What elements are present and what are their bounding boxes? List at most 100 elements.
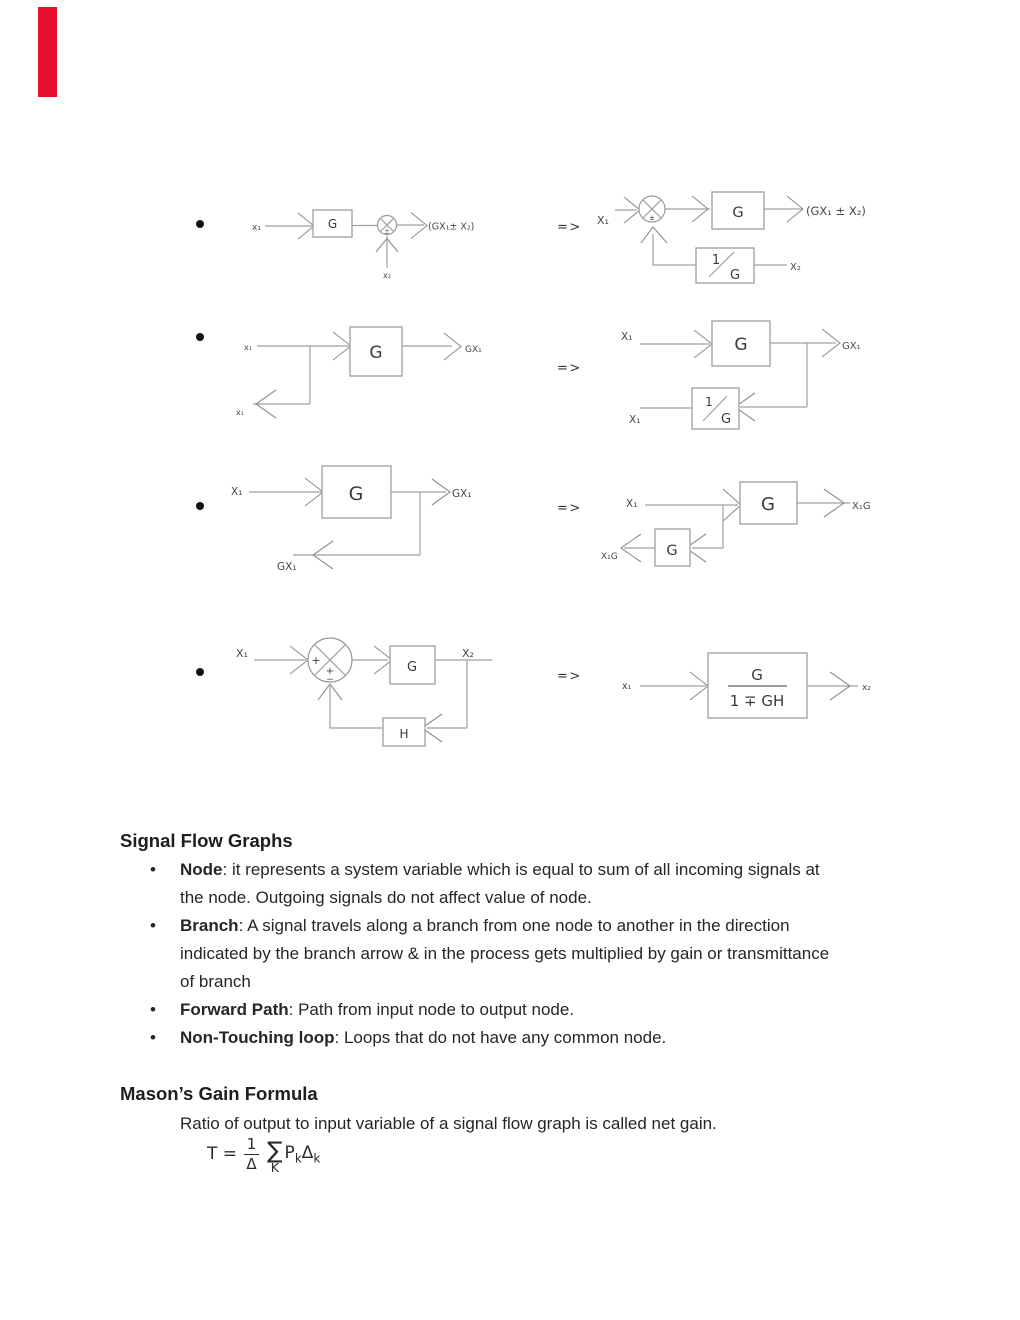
output-label: GX₁ — [452, 488, 472, 500]
sigma-glyph: ∑ — [267, 1138, 283, 1164]
wires — [265, 224, 424, 268]
bullet-marker — [196, 220, 204, 228]
transfer-numerator: G — [751, 666, 763, 684]
diagram-row1-left: x₁ G ± (GX₁± X₂) x₂ — [196, 209, 474, 280]
x2-label: X₂ — [790, 262, 801, 273]
list-item: • Forward Path: Path from input node to … — [150, 996, 960, 1024]
term-definition: : A signal travels along a branch from o… — [180, 916, 830, 991]
inverse-gain-block — [695, 247, 755, 284]
gain-label: G — [349, 483, 364, 505]
plus-minus-label: ± — [649, 214, 655, 222]
junction-cross — [313, 643, 347, 677]
block-diagrams-canvas: x₁ G ± (GX₁± X₂) x₂ => X₁ ± — [196, 191, 871, 747]
gain-label: G — [369, 343, 382, 363]
term-definition: : Loops that do not have any common node… — [334, 1028, 667, 1047]
inverse-numerator: 1 — [712, 253, 720, 268]
feedback-label: H — [399, 727, 408, 741]
wires — [249, 491, 446, 556]
list-item-text: Branch: A signal travels along a branch … — [180, 912, 960, 996]
junction-cross — [642, 199, 662, 219]
minus-sign-bottom: − — [326, 675, 334, 685]
output-label: x₂ — [862, 683, 871, 693]
term-definition: : Path from input node to output node. — [288, 1000, 575, 1019]
inverse-numerator: 1 — [705, 395, 713, 409]
output-label: GX₁ — [842, 341, 861, 352]
equation-lhs: T = — [207, 1144, 238, 1164]
bullet-glyph: • — [150, 1000, 156, 1019]
path-gain-symbol: P — [284, 1142, 295, 1163]
bullet-glyph: • — [150, 1028, 156, 1047]
summation-symbol: ∑ K — [267, 1140, 283, 1174]
output-label: X₁G — [852, 501, 871, 512]
implies-symbol: => — [557, 669, 582, 684]
wires — [615, 208, 802, 266]
term-definition: : it represents a system variable which … — [180, 860, 820, 907]
list-item-text: Forward Path: Path from input node to ou… — [180, 996, 960, 1024]
term-label: Non-Touching loop — [180, 1028, 335, 1047]
output-label: (GX₁± X₂) — [428, 222, 474, 233]
bullet-marker — [196, 668, 204, 676]
implies-symbol: => — [557, 361, 582, 376]
input-label: x₁ — [252, 223, 261, 233]
gain-label: G — [761, 494, 775, 515]
plus-sign-left: + — [311, 654, 320, 667]
feedback-block — [382, 717, 426, 747]
delta-symbol: Δ — [301, 1142, 314, 1163]
plus-minus-label: ± — [384, 228, 389, 236]
gain-block — [739, 481, 798, 525]
gain-block — [389, 645, 436, 685]
takeoff-label: GX₁ — [277, 561, 297, 573]
fraction-slash — [702, 395, 728, 422]
diagram-row4-left: X₁ + + − G X₂ H — [196, 637, 492, 747]
gain-block — [711, 191, 765, 230]
feedback-gain-label: G — [666, 543, 677, 559]
diagram-row4-right: => x₁ G 1 ∓ GH x₂ — [557, 652, 871, 719]
junction-cross — [379, 217, 395, 233]
gain-label: G — [734, 335, 747, 355]
output-label: (GX₁ ± X₂) — [806, 204, 866, 218]
list-item-text: Node: it represents a system variable wh… — [180, 856, 960, 912]
bullet-marker — [196, 502, 204, 510]
term-label: Forward Path — [180, 1000, 289, 1019]
output-label: GX₁ — [465, 345, 482, 355]
term-label: Branch — [180, 916, 239, 935]
implies-symbol: => — [557, 501, 582, 516]
gain-block — [312, 209, 353, 238]
output-label: X₂ — [462, 647, 474, 660]
list-item: • Node: it represents a system variable … — [150, 856, 960, 912]
inverse-denominator: G — [730, 268, 740, 283]
list-item: • Non-Touching loop: Loops that do not h… — [150, 1024, 960, 1052]
signal-flow-graphs-list: • Node: it represents a system variable … — [150, 856, 960, 1052]
input-label: X₁ — [236, 647, 248, 660]
red-marker-bar — [38, 7, 57, 97]
gain-block — [711, 320, 771, 367]
feedback-output-label: X₁G — [601, 552, 618, 562]
delta-subscript: k — [313, 1151, 321, 1166]
signal-flow-graphs-heading: Signal Flow Graphs — [120, 830, 293, 851]
feedback-label: X₁ — [629, 414, 640, 426]
masons-gain-formula-heading: Mason’s Gain Formula — [120, 1083, 318, 1104]
delta-term: Δk — [302, 1143, 321, 1165]
path-gain-term: Pk — [285, 1143, 302, 1165]
diagram-row2-left: x₁ G GX₁ x₁ — [196, 326, 482, 419]
wires — [253, 345, 452, 405]
diagram-row3-right: => X₁ G X₁G G X₁G — [557, 481, 871, 567]
list-item-text: Non-Touching loop: Loops that do not hav… — [180, 1024, 960, 1052]
fraction-numerator: 1 — [246, 1134, 257, 1153]
input-label: X₁ — [231, 486, 242, 498]
takeoff-label: x₁ — [236, 408, 244, 417]
bullet-glyph: • — [150, 860, 156, 879]
diagram-row2-right: => X₁ G GX₁ 1 G X₁ — [557, 320, 861, 430]
bullet-glyph: • — [150, 916, 156, 935]
transfer-denominator: 1 ∓ GH — [730, 692, 785, 710]
masons-gain-formula-equation: T = 1 Δ ∑ K Pk Δk — [207, 1134, 320, 1174]
input-label: x₁ — [622, 681, 632, 692]
wires — [254, 659, 492, 729]
gain-label: G — [328, 217, 337, 231]
input-label: X₁ — [597, 214, 609, 227]
bullet-marker — [196, 333, 204, 341]
input-label: X₁ — [621, 331, 632, 343]
gain-block — [321, 465, 392, 519]
wires — [624, 502, 850, 549]
sigma-subscript: K — [270, 1160, 279, 1175]
